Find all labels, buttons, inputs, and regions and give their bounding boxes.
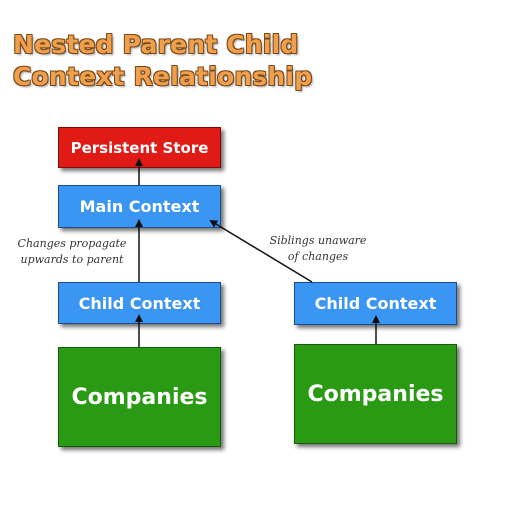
siblings-note: Siblings unaware of changes [258, 233, 378, 265]
siblings-note-line1: Siblings unaware [269, 234, 367, 247]
right-child-to-main-arrow [209, 219, 313, 283]
diagram-title-line2: Context Relationship [13, 62, 313, 91]
propagate-note-line1: Changes propagate [17, 237, 127, 250]
propagate-note: Changes propagate upwards to parent [10, 236, 134, 268]
propagate-note-line2: upwards to parent [20, 253, 124, 266]
companies-left-box: Companies [58, 347, 221, 447]
child-context-right-box: Child Context [294, 282, 457, 325]
siblings-note-line2: of changes [287, 250, 349, 263]
companies-right-box: Companies [294, 344, 457, 444]
diagram-title-line1: Nested Parent Child [13, 30, 299, 59]
